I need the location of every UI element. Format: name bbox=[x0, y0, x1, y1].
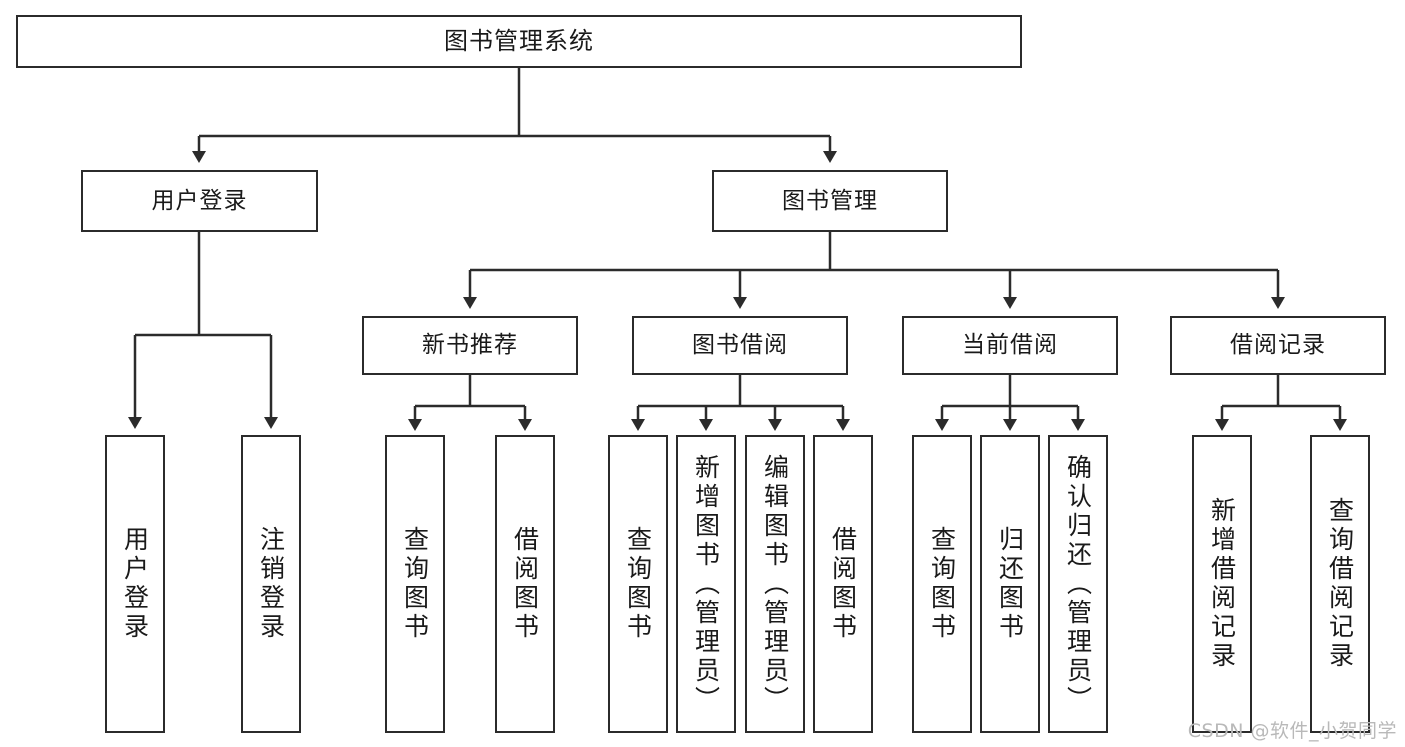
leaf-query-book-recommend[interactable]: 查询图书 bbox=[385, 435, 445, 733]
node-label: 新增图书（管理员） bbox=[691, 453, 721, 715]
node-label: 归还图书 bbox=[995, 526, 1025, 642]
node-label: 注销登录 bbox=[256, 526, 286, 642]
leaf-query-book-current[interactable]: 查询图书 bbox=[912, 435, 972, 733]
node-label: 图书管理 bbox=[782, 187, 878, 214]
node-current-borrow[interactable]: 当前借阅 bbox=[902, 316, 1118, 375]
node-label: 图书借阅 bbox=[692, 332, 788, 359]
node-label: 新书推荐 bbox=[422, 332, 518, 359]
node-label: 用户登录 bbox=[120, 526, 150, 642]
node-label: 查询图书 bbox=[927, 526, 957, 642]
node-new-book-recommend[interactable]: 新书推荐 bbox=[362, 316, 578, 375]
node-root-system[interactable]: 图书管理系统 bbox=[16, 15, 1022, 68]
leaf-add-book-admin[interactable]: 新增图书（管理员） bbox=[676, 435, 736, 733]
leaf-add-borrow-record[interactable]: 新增借阅记录 bbox=[1192, 435, 1252, 733]
node-label: 查询借阅记录 bbox=[1325, 497, 1355, 671]
node-book-management[interactable]: 图书管理 bbox=[712, 170, 948, 232]
node-label: 借阅图书 bbox=[828, 526, 858, 642]
csdn-watermark: CSDN @软件_小贺同学 bbox=[1187, 720, 1397, 742]
node-label: 查询图书 bbox=[400, 526, 430, 642]
leaf-query-borrow-record[interactable]: 查询借阅记录 bbox=[1310, 435, 1370, 733]
node-borrow-records[interactable]: 借阅记录 bbox=[1170, 316, 1386, 375]
leaf-query-book-borrow[interactable]: 查询图书 bbox=[608, 435, 668, 733]
node-label: 用户登录 bbox=[151, 187, 248, 214]
node-label: 编辑图书（管理员） bbox=[760, 453, 790, 715]
leaf-user-login[interactable]: 用户登录 bbox=[105, 435, 165, 733]
leaf-logout[interactable]: 注销登录 bbox=[241, 435, 301, 733]
node-label: 当前借阅 bbox=[962, 332, 1058, 359]
leaf-return-book[interactable]: 归还图书 bbox=[980, 435, 1040, 733]
node-label: 确认归还（管理员） bbox=[1063, 453, 1093, 715]
node-label: 查询图书 bbox=[623, 526, 653, 642]
leaf-confirm-return-admin[interactable]: 确认归还（管理员） bbox=[1048, 435, 1108, 733]
leaf-borrow-book-recommend[interactable]: 借阅图书 bbox=[495, 435, 555, 733]
node-label: 新增借阅记录 bbox=[1207, 497, 1237, 671]
node-user-login[interactable]: 用户登录 bbox=[81, 170, 318, 232]
node-book-borrow[interactable]: 图书借阅 bbox=[632, 316, 848, 375]
node-label: 图书管理系统 bbox=[444, 26, 594, 55]
leaf-borrow-book[interactable]: 借阅图书 bbox=[813, 435, 873, 733]
node-label: 借阅图书 bbox=[510, 526, 540, 642]
leaf-edit-book-admin[interactable]: 编辑图书（管理员） bbox=[745, 435, 805, 733]
node-label: 借阅记录 bbox=[1230, 332, 1326, 359]
